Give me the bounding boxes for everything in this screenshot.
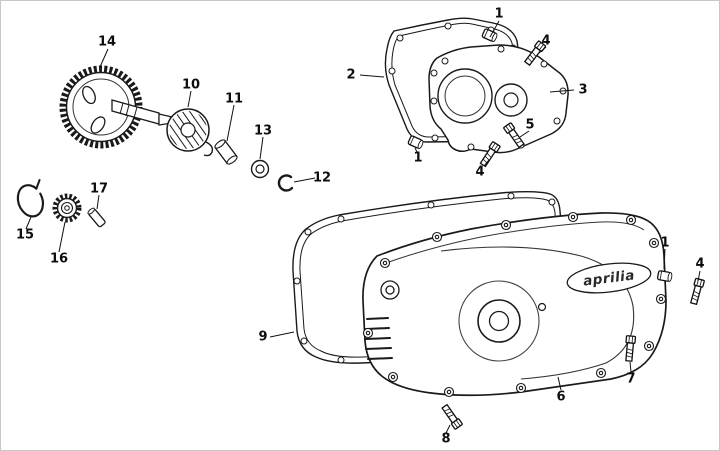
part-label-14: 14 <box>97 34 117 50</box>
part-13-washer <box>250 159 270 179</box>
part-17-pin <box>87 207 106 228</box>
part-label-10: 10 <box>181 77 201 93</box>
part-label-2: 2 <box>346 67 356 83</box>
part-label-4: 4 <box>541 33 551 49</box>
part-label-8: 8 <box>441 431 451 447</box>
part-14-gear-shaft <box>59 65 175 149</box>
part-label-6: 6 <box>556 389 566 405</box>
part-label-9: 9 <box>258 329 268 345</box>
part-label-15: 15 <box>15 227 35 243</box>
part-15-circlip <box>16 179 45 218</box>
pivot-boss <box>380 280 400 300</box>
brand-plate: aprilia <box>566 262 652 294</box>
part-1-dowel <box>656 269 674 283</box>
part-label-11: 11 <box>224 91 244 107</box>
part-4-bolt <box>688 277 706 306</box>
screw-bosses <box>362 211 667 398</box>
part-label-7: 7 <box>626 371 636 387</box>
part-3-cover <box>428 44 569 154</box>
cooling-fins <box>364 317 393 360</box>
part-label-13: 13 <box>253 123 273 139</box>
part-10-starter-gear <box>166 108 214 157</box>
part-label-12: 12 <box>312 170 332 186</box>
part-12-clip <box>277 174 294 192</box>
leader-lines <box>25 20 701 434</box>
part-label-1: 1 <box>494 6 504 22</box>
part-label-16: 16 <box>49 251 69 267</box>
part-label-3: 3 <box>578 82 588 98</box>
part-label-4: 4 <box>695 256 705 272</box>
part-11-spacer <box>214 139 238 165</box>
part-label-5: 5 <box>525 117 535 133</box>
hub-boss <box>458 280 547 362</box>
part-label-1: 1 <box>660 235 670 251</box>
brand-logo-text: aprilia <box>582 267 636 289</box>
part-label-17: 17 <box>89 181 109 197</box>
part-6-transmission-cover: aprilia <box>362 211 667 398</box>
part-label-4: 4 <box>475 164 485 180</box>
part-8-bolt <box>440 403 464 431</box>
part-label-1: 1 <box>413 150 423 166</box>
part-16-pinion <box>52 193 82 223</box>
